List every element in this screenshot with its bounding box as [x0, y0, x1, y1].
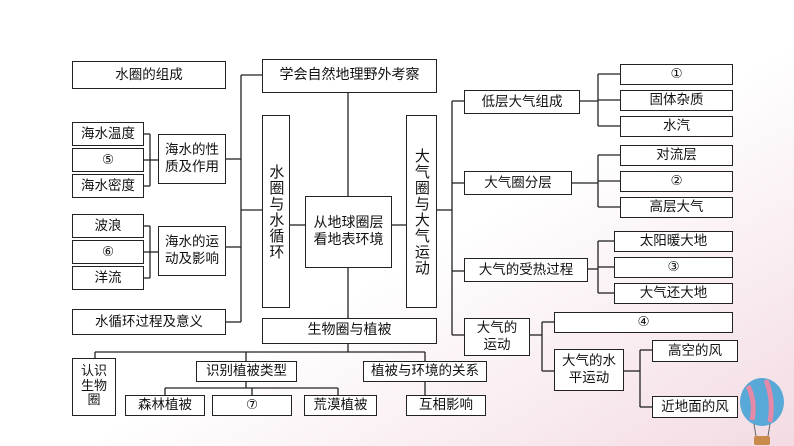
identify-vegetation-box: 识别植被类型 [196, 361, 297, 382]
hydrosphere-composition-box: 水圈的组成 [72, 61, 226, 89]
surface-wind-box: 近地面的风 [652, 396, 738, 418]
mutual-influence-box: 互相影响 [406, 395, 486, 416]
water-cycle-box: 水循环过程及意义 [72, 309, 226, 335]
desert-vegetation-box: 荒漠植被 [304, 395, 377, 416]
blank-3-box: ③ [614, 257, 733, 278]
atmosphere-column: 大气圈与大气运动 [406, 115, 437, 308]
atmosphere-returns-earth-box: 大气还大地 [614, 283, 733, 304]
blank-4-box: ④ [554, 312, 733, 333]
forest-vegetation-box: 森林植被 [125, 395, 205, 416]
solid-impurities-box: 固体杂质 [620, 90, 733, 111]
horizontal-motion-box: 大气的水 平运动 [554, 349, 624, 391]
seawater-density-box: 海水密度 [72, 174, 144, 198]
troposphere-box: 对流层 [620, 145, 733, 166]
atmosphere-layers-box: 大气圈分层 [464, 171, 572, 195]
blank-6-box: ⑥ [72, 240, 144, 264]
blank-1-box: ① [620, 64, 733, 85]
blank-5-box: ⑤ [72, 148, 144, 172]
water-vapor-box: 水汽 [620, 116, 733, 137]
upper-atmosphere-box: 高层大气 [620, 197, 733, 218]
waves-box: 波浪 [72, 214, 144, 238]
ocean-currents-box: 洋流 [72, 266, 144, 290]
hydrosphere-column: 水圈与水循环 [262, 115, 290, 308]
sun-warms-earth-box: 太阳暖大地 [614, 231, 733, 252]
atmosphere-motion-box: 大气的 运动 [464, 318, 530, 356]
recognize-biosphere-box: 认识 生物 圈 [72, 358, 116, 416]
seawater-motion-box: 海水的运 动及影响 [158, 226, 226, 276]
blank-7-box: ⑦ [212, 395, 292, 416]
top-title-box: 学会自然地理野外考察 [262, 59, 437, 93]
biosphere-vegetation-box: 生物圈与植被 [262, 318, 437, 344]
atmosphere-heating-box: 大气的受热过程 [464, 258, 588, 282]
upper-air-wind-box: 高空的风 [652, 340, 738, 362]
seawater-temperature-box: 海水温度 [72, 122, 144, 146]
vegetation-environment-box: 植被与环境的关系 [363, 361, 487, 382]
blank-2-box: ② [620, 171, 733, 192]
lower-atmosphere-composition-box: 低层大气组成 [464, 90, 580, 114]
center-topic-box: 从地球圈层 看地表环境 [305, 196, 392, 268]
seawater-properties-box: 海水的性 质及作用 [158, 134, 226, 184]
